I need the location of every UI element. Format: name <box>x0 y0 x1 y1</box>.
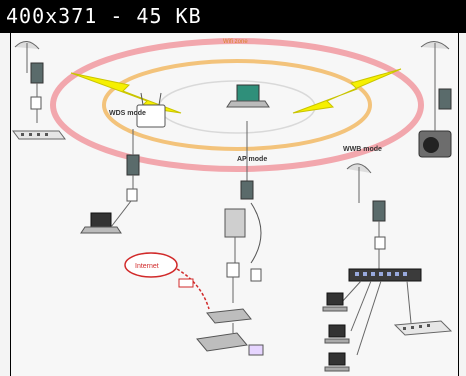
network-diagram: Wifi zone <box>10 33 459 376</box>
modem-icon <box>178 278 194 288</box>
antenna-dish-mid-right-icon <box>346 163 372 203</box>
center-outdoor-unit-icon <box>240 180 254 200</box>
diagram-svg: Wifi zone <box>12 38 453 372</box>
pc-link-2 <box>350 280 372 332</box>
laptop-left-icon <box>80 200 132 234</box>
wwb-mode-label: WWB mode <box>343 146 382 153</box>
network-switch-right-icon <box>348 268 422 282</box>
laptop-icon <box>226 84 270 108</box>
switch-left-icon <box>12 130 66 140</box>
outdoor-bridge-right-icon <box>438 88 452 110</box>
outer-wifi-ring <box>50 38 424 172</box>
ring-label: Wifi zone <box>223 39 248 45</box>
wds-mode-label: WDS mode <box>109 110 146 117</box>
switch-bottom-b-icon <box>196 332 248 352</box>
pc-link-4 <box>406 280 412 324</box>
outdoor-bridge-wwb-icon <box>372 200 386 269</box>
ip-camera-icon <box>418 77 452 158</box>
cloud-label: Internet <box>135 263 159 270</box>
antenna-dish-left-icon <box>14 41 40 73</box>
internet-link-line <box>176 268 210 310</box>
desktop-pc-3-icon <box>324 352 350 372</box>
desktop-pc-1-icon <box>322 292 348 312</box>
small-device-icon <box>248 344 264 356</box>
image-dimensions-label: 400x371 - 45 KB <box>6 4 202 28</box>
desktop-pc-2-icon <box>324 324 350 344</box>
wireless-link-left-icon <box>70 72 182 114</box>
internet-cloud-icon: Internet <box>124 252 178 278</box>
wireless-link-right-icon <box>292 68 402 114</box>
antenna-dish-right-icon <box>420 41 450 77</box>
center-access-point-icon <box>224 202 262 303</box>
inner-wifi-ring <box>102 59 372 151</box>
ap-mode-label: AP mode <box>237 156 267 163</box>
pc-link-1 <box>340 280 362 304</box>
outdoor-bridge-mid-left-icon <box>126 129 140 202</box>
switch-bottom-a-icon <box>206 308 252 324</box>
image-info-bar: 400x371 - 45 KB <box>0 0 466 33</box>
outdoor-bridge-left-icon <box>30 62 44 123</box>
wds-access-point-icon <box>136 92 166 128</box>
switch-right-flat-icon <box>393 320 453 336</box>
pc-link-3 <box>356 280 382 356</box>
